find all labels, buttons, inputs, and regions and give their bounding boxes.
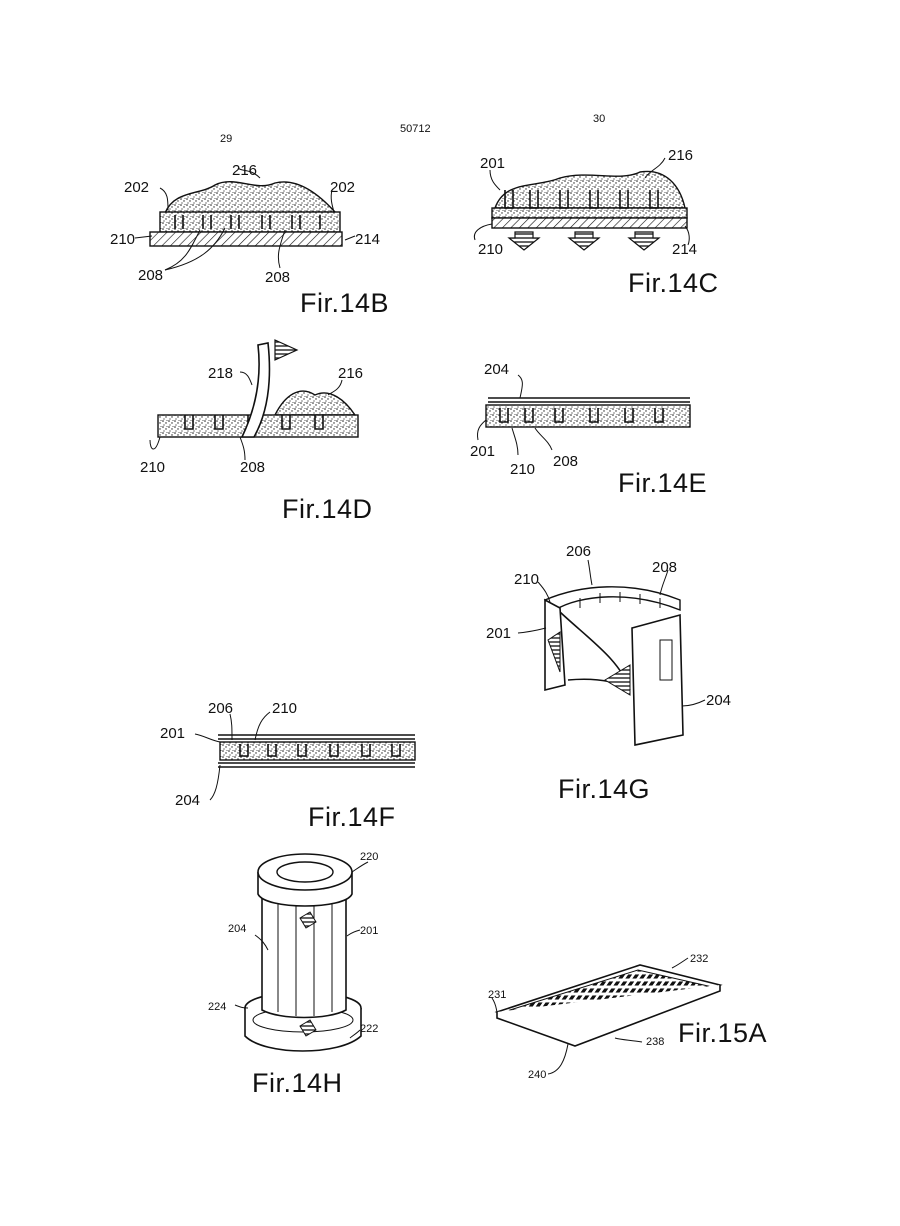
arrow-icon <box>605 665 630 695</box>
figure-14e: 204 201 210 208 Fir.14E <box>470 361 707 498</box>
label-238: 238 <box>646 1036 664 1048</box>
label-210: 210 <box>110 231 135 248</box>
label-232: 232 <box>690 953 708 965</box>
figure-caption-14g: Fir.14G <box>558 774 650 804</box>
label-204: 204 <box>228 923 246 935</box>
label-206: 206 <box>208 700 233 717</box>
label-231: 231 <box>488 989 506 1001</box>
figure-caption-14b: Fir.14B <box>300 288 389 318</box>
label-208-left: 208 <box>138 267 163 284</box>
cylinder-right-panel <box>632 615 683 745</box>
page-number-right: 30 <box>593 113 605 125</box>
label-201: 201 <box>480 155 505 172</box>
figure-14g: 206 208 210 201 204 Fir.14G <box>486 543 731 804</box>
label-218: 218 <box>208 365 233 382</box>
label-210: 210 <box>510 461 535 478</box>
panel-slot <box>660 640 672 680</box>
label-208: 208 <box>240 459 265 476</box>
mould-layer <box>160 212 340 232</box>
figure-caption-14e: Fir.14E <box>618 468 707 498</box>
moulded-layer <box>220 742 415 760</box>
label-208: 208 <box>652 559 677 576</box>
label-220: 220 <box>360 851 378 863</box>
label-204: 204 <box>706 692 731 709</box>
label-204: 204 <box>484 361 509 378</box>
moulded-layer <box>486 405 690 427</box>
label-208-right: 208 <box>265 269 290 286</box>
label-216: 216 <box>232 162 257 179</box>
label-202-left: 202 <box>124 179 149 196</box>
figure-caption-15a: Fir.15A <box>678 1018 767 1048</box>
top-ring-hole <box>277 862 333 882</box>
label-208: 208 <box>553 453 578 470</box>
figure-caption-14c: Fir.14C <box>628 268 719 298</box>
base-plate <box>150 232 342 246</box>
label-201: 201 <box>160 725 185 742</box>
page-number-left: 29 <box>220 133 232 145</box>
label-240: 240 <box>528 1069 546 1081</box>
label-202-right: 202 <box>330 179 355 196</box>
label-201: 201 <box>486 625 511 642</box>
document-number: 50712 <box>400 123 431 135</box>
figure-14c: 201 216 210 214 Fir.14C <box>474 147 718 298</box>
powder-layer <box>275 391 355 415</box>
arrow-down-icon <box>629 232 659 250</box>
label-201: 201 <box>470 443 495 460</box>
figure-15a: 232 231 238 240 Fir.15A <box>488 953 767 1081</box>
powder-layer <box>165 182 335 213</box>
base-plate <box>492 218 687 228</box>
label-206: 206 <box>566 543 591 560</box>
figure-caption-14f: Fir.14F <box>308 802 396 832</box>
label-201: 201 <box>360 925 378 937</box>
label-224: 224 <box>208 1001 226 1013</box>
label-222: 222 <box>360 1023 378 1035</box>
figure-caption-14d: Fir.14D <box>282 494 373 524</box>
label-214: 214 <box>355 231 380 248</box>
figure-caption-14h: Fir.14H <box>252 1068 343 1098</box>
label-216: 216 <box>338 365 363 382</box>
label-210: 210 <box>140 459 165 476</box>
figure-14h: 220 204 201 224 222 Fir.14H <box>208 851 378 1098</box>
figure-14d: 218 216 210 208 Fir.14D <box>140 340 373 524</box>
mould-layer <box>492 208 687 218</box>
label-210: 210 <box>514 571 539 588</box>
label-210: 210 <box>478 241 503 258</box>
label-204: 204 <box>175 792 200 809</box>
label-216: 216 <box>668 147 693 164</box>
label-210: 210 <box>272 700 297 717</box>
arrow-right-icon <box>275 340 297 360</box>
label-214: 214 <box>672 241 697 258</box>
figure-14b: 216 202 202 210 214 208 208 Fir.14B <box>110 162 389 318</box>
arrow-down-icon <box>569 232 599 250</box>
figure-14f: 206 210 201 204 Fir.14F <box>160 700 415 832</box>
vacuum-arrows <box>509 232 659 250</box>
arrow-down-icon <box>509 232 539 250</box>
